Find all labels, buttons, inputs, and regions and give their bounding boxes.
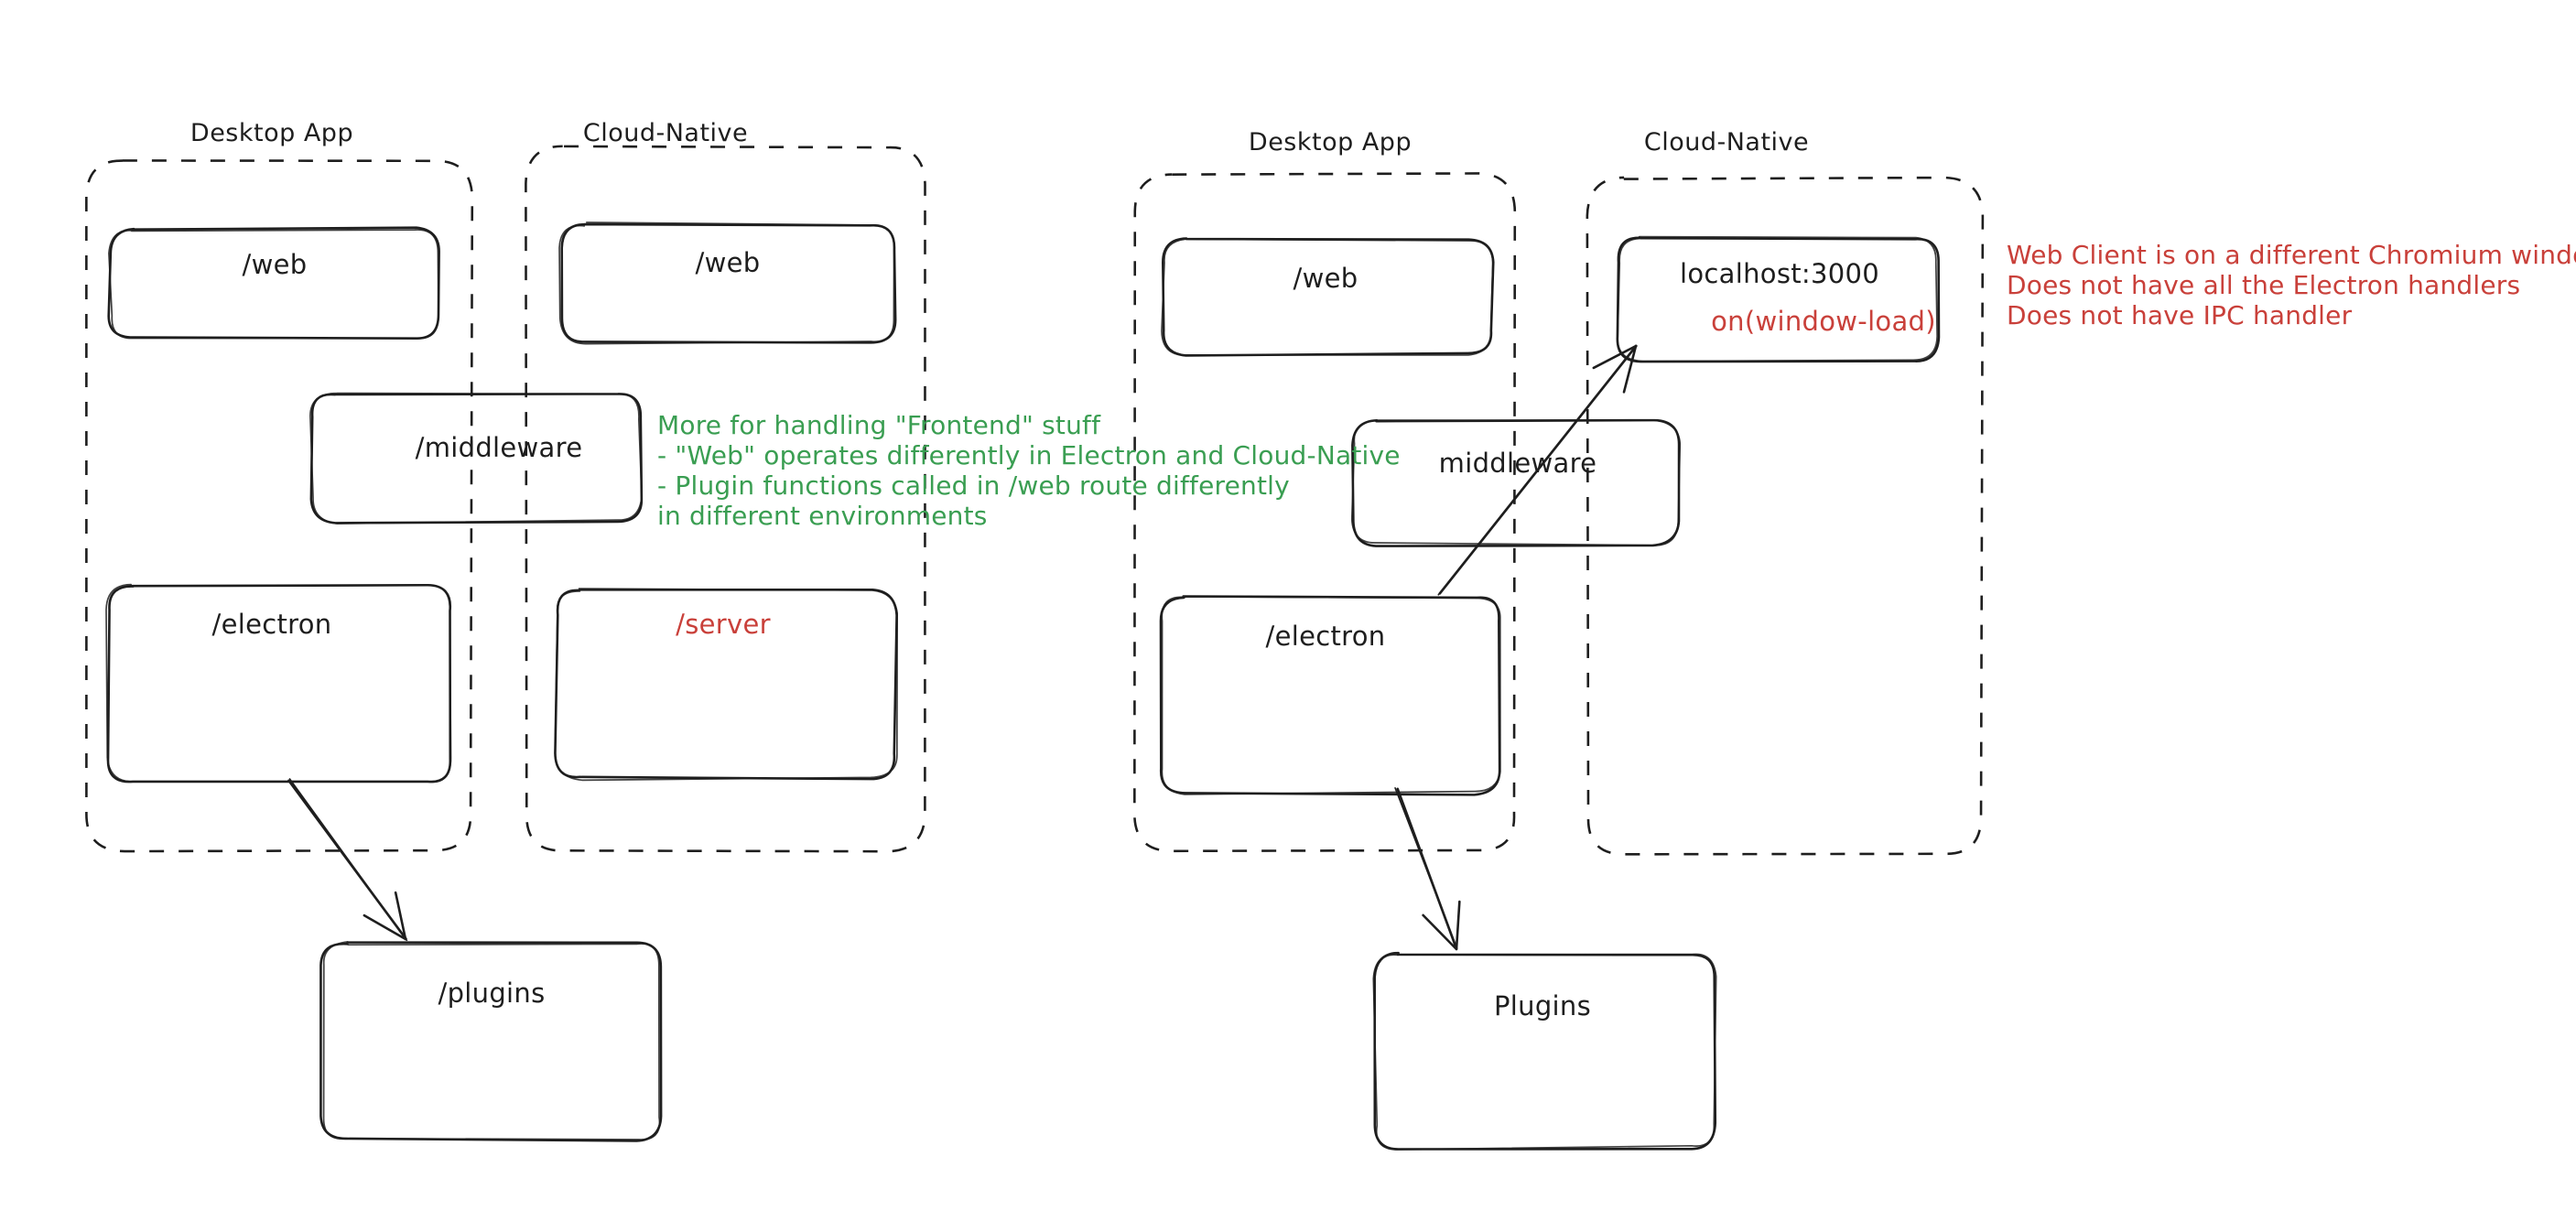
node-plugins-left[interactable] <box>319 941 663 1142</box>
left-diagram <box>85 145 926 1142</box>
node-label-web-desktop: /web <box>242 249 308 280</box>
annotation-web-client-note: Web Client is on a different Chromium wi… <box>2007 240 2576 330</box>
arrow-electron2-to-plugins <box>1394 787 1461 951</box>
node-middleware[interactable] <box>309 392 644 524</box>
node-web-cloud[interactable] <box>558 222 897 345</box>
left-group-container <box>525 145 926 853</box>
node-label-localhost-3000: localhost:3000 <box>1680 258 1879 289</box>
right-group-label: Desktop App <box>1248 128 1412 157</box>
node-sublabel-localhost-3000: on(window-load) <box>1711 306 1936 337</box>
node-label-electron-2: /electron <box>1265 621 1386 652</box>
annotation-frontend-note: More for handling "Frontend" stuff - "We… <box>657 410 1401 531</box>
node-label-middleware-2: middleware <box>1438 448 1597 479</box>
node-electron[interactable] <box>105 583 452 784</box>
left-group-container <box>85 159 474 853</box>
node-web-desktop[interactable] <box>107 226 440 340</box>
right-group-label: Cloud-Native <box>1643 128 1810 157</box>
node-label-server: /server <box>676 609 771 640</box>
node-label-middleware: /middleware <box>415 432 583 463</box>
node-localhost-3000[interactable] <box>1616 235 1941 363</box>
right-diagram <box>1133 172 1985 1151</box>
node-web-desktop-2[interactable] <box>1161 237 1495 357</box>
left-group-label: Cloud-Native <box>582 119 749 147</box>
arrow-electron-to-plugins <box>287 778 408 942</box>
node-plugins-right[interactable] <box>1372 951 1717 1151</box>
node-middleware-2[interactable] <box>1350 418 1682 547</box>
node-label-electron: /electron <box>211 609 332 640</box>
node-label-web-cloud: /web <box>695 247 761 278</box>
node-label-plugins-left: /plugins <box>438 978 546 1009</box>
node-label-plugins-right: Plugins <box>1494 990 1591 1021</box>
arrow-electron-to-localhost <box>1437 344 1638 596</box>
right-group-container <box>1586 176 1985 856</box>
right-group-container <box>1133 172 1517 853</box>
node-electron-2[interactable] <box>1159 595 1501 796</box>
node-label-web-desktop-2: /web <box>1293 263 1358 294</box>
node-server[interactable] <box>554 588 899 782</box>
left-group-label: Desktop App <box>189 119 354 147</box>
